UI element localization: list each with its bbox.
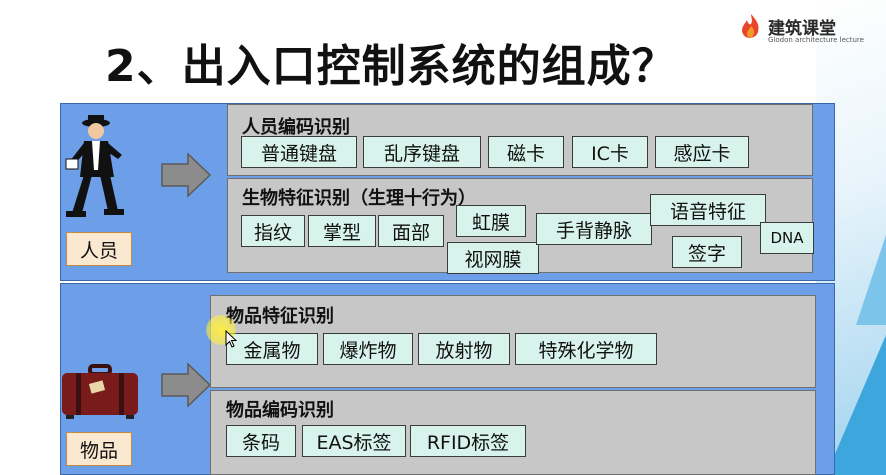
people-code-title: 人员编码识别 <box>242 117 350 138</box>
arrow-right-icon <box>161 362 212 408</box>
brand-logo: 建筑课堂 Glodon architecture lecture <box>738 12 878 52</box>
flame-logo-icon <box>742 14 759 38</box>
chip-rfid-tag: RFID标签 <box>410 425 526 457</box>
suitcase-icon <box>62 364 138 419</box>
chip-voice: 语音特征 <box>650 194 766 226</box>
chip-scrambled-keyboard: 乱序键盘 <box>363 136 481 168</box>
chip-ic-card: IC卡 <box>572 136 648 168</box>
chip-palm-shape: 掌型 <box>308 215 376 247</box>
chip-magnetic-card: 磁卡 <box>488 136 564 168</box>
goods-label: 物品 <box>66 432 132 466</box>
decorative-triangle <box>856 235 886 325</box>
chip-normal-keyboard: 普通键盘 <box>241 136 357 168</box>
logo-name: 建筑课堂 <box>768 19 836 39</box>
chip-hand-vein: 手背静脉 <box>536 213 652 245</box>
logo-subtitle: Glodon architecture lecture <box>768 36 864 44</box>
chip-radioactive: 放射物 <box>418 333 510 365</box>
chip-face: 面部 <box>378 215 444 247</box>
decorative-triangle <box>826 335 886 475</box>
chip-eas-tag: EAS标签 <box>302 425 406 457</box>
chip-dna: DNA <box>760 222 814 254</box>
goods-code-title: 物品编码识别 <box>226 400 334 421</box>
slide-title: 2、出入口控制系统的组成？ <box>105 41 677 92</box>
people-biometric-title: 生物特征识别（生理十行为） <box>242 188 476 209</box>
chip-iris: 虹膜 <box>456 205 526 237</box>
chip-explosive: 爆炸物 <box>323 333 413 365</box>
chip-retina: 视网膜 <box>447 242 539 274</box>
mouse-pointer-icon <box>225 330 237 348</box>
chip-special-chemical: 特殊化学物 <box>515 333 657 365</box>
arrow-right-icon <box>161 152 212 198</box>
chip-proximity-card: 感应卡 <box>655 136 749 168</box>
chip-fingerprint: 指纹 <box>241 215 305 247</box>
people-label: 人员 <box>66 232 132 266</box>
chip-signature: 签字 <box>672 236 742 268</box>
chip-metal: 金属物 <box>226 333 318 365</box>
chip-barcode: 条码 <box>226 425 296 457</box>
walking-man-icon <box>65 115 124 217</box>
goods-feature-title: 物品特征识别 <box>226 306 334 327</box>
